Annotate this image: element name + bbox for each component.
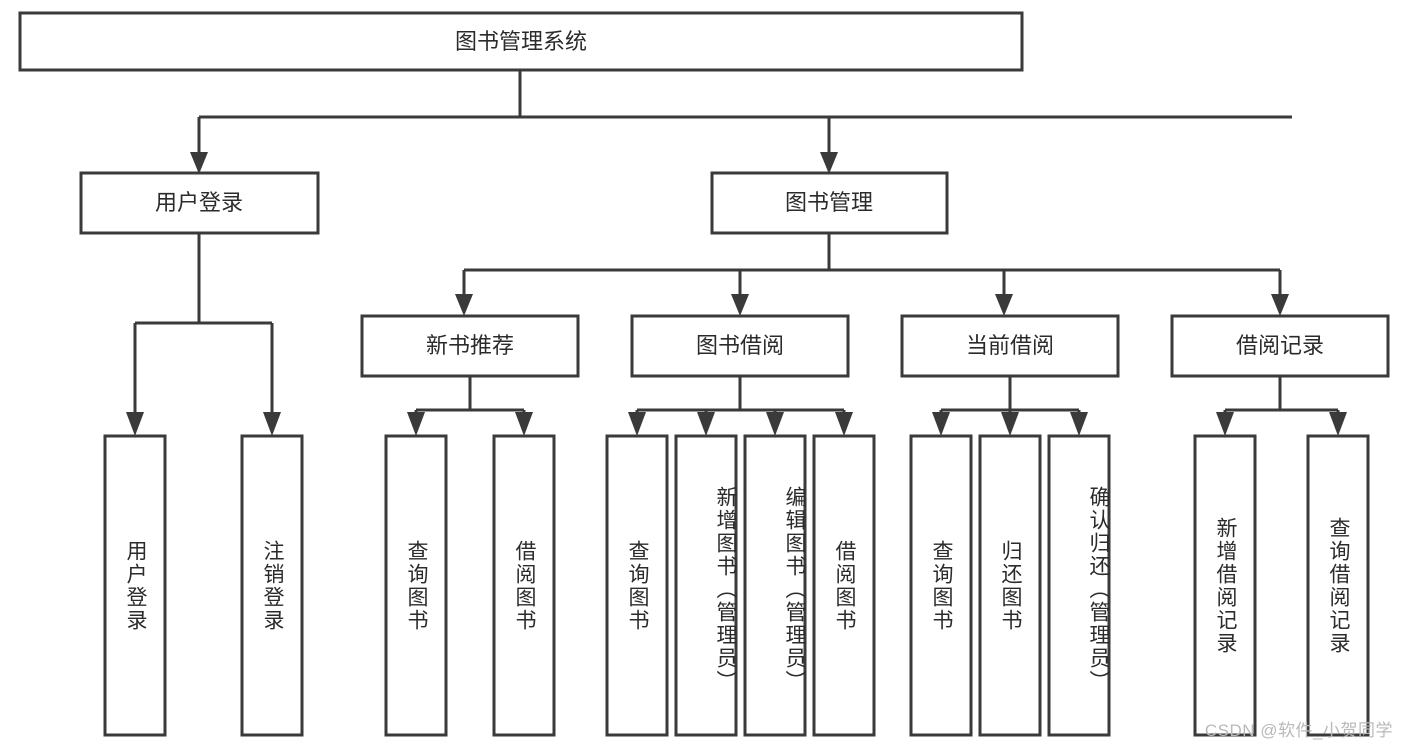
leaf-box-borrow-book-2[interactable] <box>812 434 876 737</box>
node-book-management-box[interactable] <box>710 171 949 235</box>
leaf-box-query-book-3[interactable] <box>909 434 973 737</box>
leaf-box-borrow-book-1[interactable] <box>492 434 556 737</box>
arrow-head-leaf-logout <box>263 412 281 436</box>
arrow-head-leaf-query-book-1 <box>407 412 425 436</box>
arrow-head-user-login <box>190 152 208 174</box>
leaf-box-query-book-1[interactable] <box>384 434 448 737</box>
node-book-management-label: 图书管理 <box>785 190 873 215</box>
arrow-head-leaf-return-book <box>1001 412 1019 436</box>
leaf-box-user-login[interactable] <box>103 434 167 737</box>
arrow-head-book-borrow <box>731 294 749 316</box>
node-root-box[interactable] <box>18 11 1024 72</box>
leaf-box-edit-book[interactable] <box>743 434 807 737</box>
leaf-box-add-book[interactable] <box>674 434 738 737</box>
arrow-head-leaf-user-login <box>126 412 144 436</box>
arrow-head-leaf-add-book <box>697 412 715 436</box>
arrow-head-leaf-query-book-3 <box>932 412 950 436</box>
node-borrow-record-label: 借阅记录 <box>1236 333 1324 358</box>
node-new-book-recommend-label: 新书推荐 <box>426 333 514 358</box>
node-current-borrow-box[interactable] <box>900 314 1120 378</box>
arrow-head-current-borrow <box>995 294 1013 316</box>
leaf-box-return-book[interactable] <box>978 434 1042 737</box>
arrow-head-leaf-query-book-2 <box>628 412 646 436</box>
node-book-borrow[interactable]: 图书借阅 <box>630 314 850 378</box>
node-new-book-recommend[interactable]: 新书推荐 <box>360 314 580 378</box>
arrow-head-book-management <box>820 152 838 174</box>
leaf-box-query-book-2[interactable] <box>605 434 669 737</box>
arrow-head-leaf-borrow-book-2 <box>835 412 853 436</box>
node-user-login-box[interactable] <box>79 171 320 235</box>
node-book-borrow-label: 图书借阅 <box>696 333 784 358</box>
connector-group <box>126 70 1347 436</box>
node-current-borrow-label: 当前借阅 <box>966 333 1054 358</box>
node-user-login[interactable]: 用户登录 <box>79 171 320 235</box>
arrow-head-borrow-record <box>1271 294 1289 316</box>
leaf-box-confirm-return[interactable] <box>1047 434 1111 737</box>
node-book-borrow-box[interactable] <box>630 314 850 378</box>
arrow-head-leaf-add-record <box>1216 412 1234 436</box>
node-borrow-record[interactable]: 借阅记录 <box>1170 314 1390 378</box>
arrow-head-new-book <box>455 294 473 316</box>
leaf-box-group <box>103 434 1370 737</box>
node-borrow-record-box[interactable] <box>1170 314 1390 378</box>
watermark: CSDN @软件_小贺同学 <box>1204 721 1393 740</box>
node-user-login-label: 用户登录 <box>155 190 243 215</box>
leaf-box-logout[interactable] <box>240 434 304 737</box>
node-root[interactable]: 图书管理系统 <box>18 11 1024 72</box>
arrow-head-leaf-edit-book <box>766 412 784 436</box>
node-root-label: 图书管理系统 <box>455 29 587 54</box>
arrow-head-leaf-query-record <box>1329 412 1347 436</box>
node-current-borrow[interactable]: 当前借阅 <box>900 314 1120 378</box>
arrow-head-leaf-borrow-book-1 <box>515 412 533 436</box>
node-book-management[interactable]: 图书管理 <box>710 171 949 235</box>
leaf-box-query-record[interactable] <box>1306 434 1370 737</box>
node-new-book-recommend-box[interactable] <box>360 314 580 378</box>
arrow-head-leaf-confirm-return <box>1070 412 1088 436</box>
leaf-box-add-record[interactable] <box>1193 434 1257 737</box>
